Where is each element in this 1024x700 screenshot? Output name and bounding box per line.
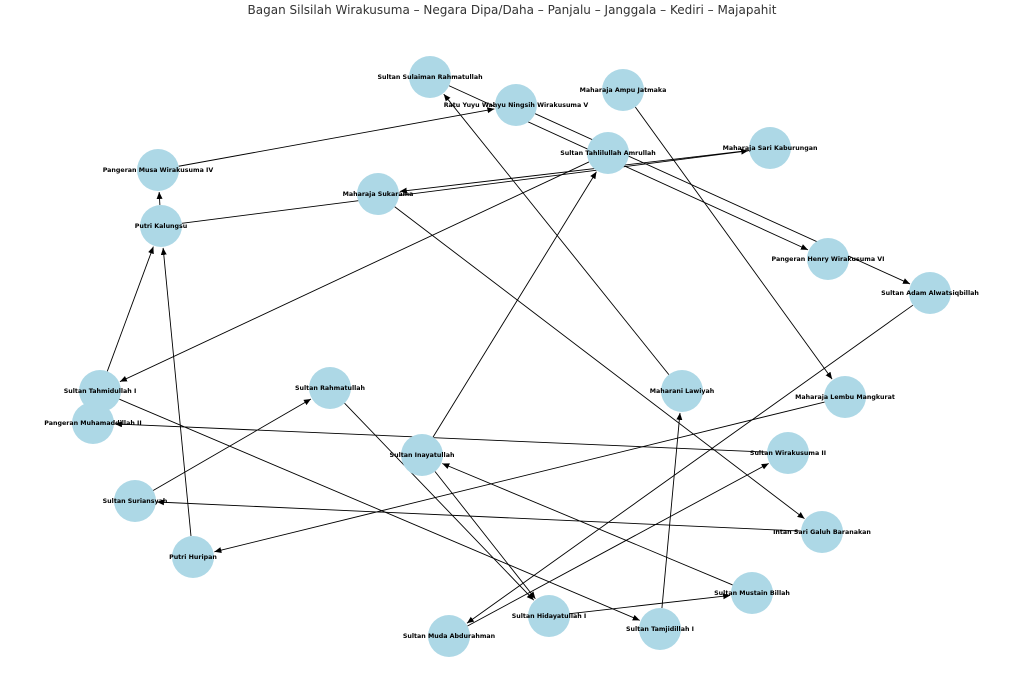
- node-circle[interactable]: [528, 595, 570, 637]
- node-label: Putri Kalungsu: [135, 223, 188, 230]
- node-circle[interactable]: [79, 370, 121, 412]
- node-circle[interactable]: [602, 69, 644, 111]
- edge-sukarama-to-intan: [394, 206, 805, 520]
- edge-huripan-to-kalungsu: [160, 247, 192, 537]
- node-label: Sultan Inayatullah: [390, 452, 455, 459]
- edge-ampu-to-lembu: [634, 106, 833, 380]
- node-wira2[interactable]: Sultan Wirakusuma II: [750, 432, 826, 474]
- node-sukarama[interactable]: Maharaja Sukarama: [343, 173, 414, 215]
- node-label: Sultan Adam Alwatsiqbillah: [881, 290, 979, 297]
- node-tamjid[interactable]: Sultan Tamjidillah I: [626, 608, 694, 650]
- node-circle[interactable]: [587, 132, 629, 174]
- node-circle[interactable]: [731, 572, 773, 614]
- node-circle[interactable]: [114, 480, 156, 522]
- node-circle[interactable]: [140, 205, 182, 247]
- node-kalungsu[interactable]: Putri Kalungsu: [135, 205, 188, 247]
- node-circle[interactable]: [172, 536, 214, 578]
- node-label: Sultan Suriansyah: [103, 498, 168, 505]
- edge-hidayat-to-mustain: [569, 593, 731, 615]
- node-circle[interactable]: [824, 376, 866, 418]
- node-label: Pangeran Muhamaddillah II: [44, 420, 141, 427]
- edge-tahmid-to-tamjid: [119, 398, 640, 621]
- edge-layer: [106, 85, 914, 627]
- edge-tamjid-to-lawiyah: [661, 412, 683, 609]
- node-circle[interactable]: [801, 511, 843, 553]
- node-label: Pangeran Musa Wirakusuma IV: [103, 167, 214, 174]
- edge-inayat-to-hidayat: [434, 471, 536, 600]
- edge-tahlil-to-tahmid: [119, 161, 590, 383]
- node-rahmat[interactable]: Sultan Rahmatullah: [295, 367, 365, 409]
- edge-lembu-to-huripan: [214, 401, 825, 554]
- edge-inayat-to-tahlil: [432, 171, 597, 438]
- node-yuyu[interactable]: Ratu Yuyu Wahyu Ningsih Wirakusuma V: [444, 84, 589, 126]
- edge-tahmid-to-kalungsu: [106, 246, 154, 372]
- node-mustain[interactable]: Sultan Mustain Billah: [714, 572, 790, 614]
- node-label: Sultan Tahlilullah Amrullah: [560, 150, 656, 157]
- edge-surian-to-rahmat: [152, 398, 312, 491]
- edge-rahmat-to-hidayat: [344, 402, 535, 601]
- node-lawiyah[interactable]: Maharani Lawiyah: [650, 370, 715, 412]
- node-label: Sultan Tahmidullah I: [64, 388, 137, 395]
- node-circle[interactable]: [661, 370, 703, 412]
- edge-mustain-to-inayat: [442, 463, 733, 586]
- node-circle[interactable]: [495, 84, 537, 126]
- node-tahlil[interactable]: Sultan Tahlilullah Amrullah: [560, 132, 656, 174]
- node-label: Intan Sari Galuh Baranakan: [773, 529, 871, 536]
- node-sari[interactable]: Maharaja Sari Kaburungan: [723, 127, 818, 169]
- node-circle[interactable]: [409, 56, 451, 98]
- node-henry[interactable]: Pangeran Henry Wirakusuma VI: [772, 238, 885, 280]
- node-circle[interactable]: [639, 608, 681, 650]
- node-label: Sultan Tamjidillah I: [626, 626, 694, 633]
- node-label: Sultan Mustain Billah: [714, 590, 790, 597]
- node-circle[interactable]: [72, 402, 114, 444]
- node-label: Maharaja Ampu Jatmaka: [580, 87, 667, 94]
- node-circle[interactable]: [357, 173, 399, 215]
- node-label: Maharaja Sari Kaburungan: [723, 145, 818, 152]
- node-label: Maharaja Lembu Mangkurat: [795, 394, 895, 401]
- edge-adam-to-muda: [466, 304, 914, 624]
- node-circle[interactable]: [309, 367, 351, 409]
- edge-lawiyah-to-sulaiman: [443, 93, 670, 375]
- node-label: Sultan Hidayatullah I: [512, 613, 587, 620]
- node-intan[interactable]: Intan Sari Galuh Baranakan: [773, 511, 871, 553]
- node-surian[interactable]: Sultan Suriansyah: [103, 480, 168, 522]
- node-label: Putri Huripan: [169, 554, 217, 561]
- node-label: Sultan Wirakusuma II: [750, 450, 826, 457]
- node-huripan[interactable]: Putri Huripan: [169, 536, 217, 578]
- edge-intan-to-surian: [156, 499, 802, 532]
- node-circle[interactable]: [428, 615, 470, 657]
- node-circle[interactable]: [767, 432, 809, 474]
- node-hidayat[interactable]: Sultan Hidayatullah I: [512, 595, 587, 637]
- node-ampu[interactable]: Maharaja Ampu Jatmaka: [580, 69, 667, 111]
- node-label: Sultan Sulaiman Rahmatullah: [377, 74, 482, 81]
- node-label: Maharani Lawiyah: [650, 388, 715, 395]
- chart-title: Bagan Silsilah Wirakusuma – Negara Dipa/…: [247, 3, 777, 17]
- node-label: Sultan Rahmatullah: [295, 385, 365, 392]
- node-label: Ratu Yuyu Wahyu Ningsih Wirakusuma V: [444, 102, 589, 109]
- node-circle[interactable]: [807, 238, 849, 280]
- node-musa[interactable]: Pangeran Musa Wirakusuma IV: [103, 149, 214, 191]
- node-sulaiman[interactable]: Sultan Sulaiman Rahmatullah: [377, 56, 483, 98]
- node-inayat[interactable]: Sultan Inayatullah: [390, 434, 455, 476]
- node-adam[interactable]: Sultan Adam Alwatsiqbillah: [881, 272, 979, 314]
- edge-wira2-to-muhammad: [114, 421, 768, 453]
- node-label: Sultan Muda Abdurahman: [403, 633, 495, 640]
- node-muhammad[interactable]: Pangeran Muhamaddillah II: [44, 402, 142, 444]
- node-lembu[interactable]: Maharaja Lembu Mangkurat: [795, 376, 895, 418]
- node-circle[interactable]: [909, 272, 951, 314]
- edge-musa-to-yuyu: [178, 107, 495, 167]
- node-tahmid[interactable]: Sultan Tahmidullah I: [64, 370, 137, 412]
- node-label: Maharaja Sukarama: [343, 191, 414, 198]
- edge-sari-to-sukarama: [399, 150, 750, 194]
- edge-kalungsu-to-sari: [181, 148, 749, 224]
- node-circle[interactable]: [749, 127, 791, 169]
- node-circle[interactable]: [401, 434, 443, 476]
- node-label: Pangeran Henry Wirakusuma VI: [772, 256, 885, 263]
- edge-muda-to-wira2: [467, 463, 769, 627]
- node-muda[interactable]: Sultan Muda Abdurahman: [403, 615, 495, 657]
- node-circle[interactable]: [137, 149, 179, 191]
- edge-kalungsu-to-musa: [156, 191, 163, 206]
